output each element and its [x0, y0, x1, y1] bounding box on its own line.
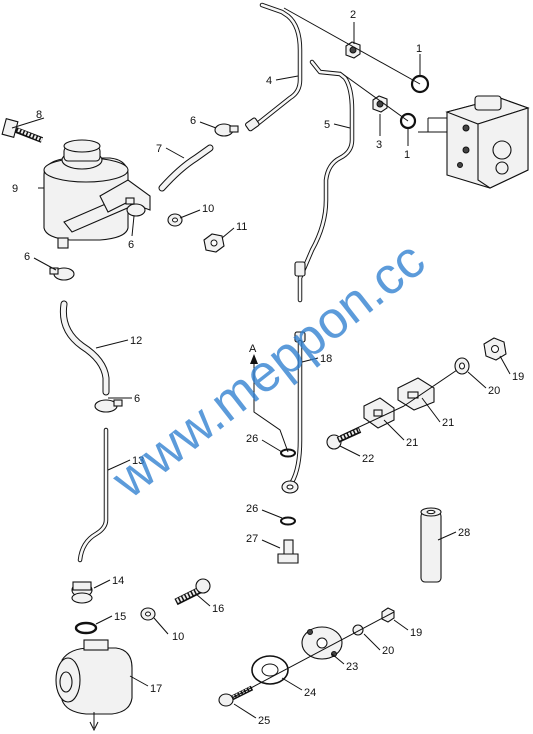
- washer-pump: [140, 607, 156, 621]
- suction-hose: [59, 300, 110, 396]
- callout-15: 15: [114, 611, 126, 623]
- view-marker-a: A: [249, 343, 257, 355]
- washer-lower: [280, 516, 296, 526]
- pump-bolt: [174, 578, 211, 606]
- flange-bolt: [218, 685, 254, 707]
- nut-bracket: [203, 233, 225, 253]
- banjo-bolt: [277, 539, 299, 564]
- callout-8: 8: [36, 109, 42, 121]
- callout-28: 28: [458, 527, 470, 539]
- callout-6-bracket: 6: [128, 239, 134, 251]
- clamp-bolt: [326, 427, 362, 450]
- pump-o-ring: [74, 621, 98, 635]
- callout-26-upper: 26: [246, 433, 258, 445]
- callout-19-right: 19: [512, 371, 524, 383]
- callout-6-lower: 6: [134, 393, 140, 405]
- callout-19-lower: 19: [410, 627, 422, 639]
- banjo-fitting: [281, 480, 299, 494]
- callout-20-lower: 20: [382, 645, 394, 657]
- washer-bracket: [167, 213, 183, 227]
- callout-10-bracket: 10: [202, 203, 214, 215]
- callout-17: 17: [150, 683, 162, 695]
- steel-pipe-upper: [245, 2, 303, 132]
- callout-18: 18: [320, 353, 332, 365]
- callout-1-upper: 1: [416, 43, 422, 55]
- callout-3: 3: [376, 139, 382, 151]
- pump-flange: [301, 626, 343, 660]
- callout-10-pump: 10: [172, 631, 184, 643]
- callout-labels: 1 1 2 3 4 5 6 6 6 6 7 8 9 10 10 11 12 13…: [12, 9, 524, 727]
- return-hose: [158, 144, 214, 192]
- callout-21-lower: 21: [406, 437, 418, 449]
- callout-23: 23: [346, 661, 358, 673]
- callout-11: 11: [236, 221, 247, 233]
- callout-6-upper: 6: [190, 115, 196, 127]
- leader-lines: [11, 22, 511, 719]
- spacer-tube: [420, 507, 442, 583]
- callout-1-lower: 1: [404, 149, 410, 161]
- fitting-lower: [372, 95, 388, 113]
- pump-fitting: [71, 581, 93, 604]
- callout-21-upper: 21: [442, 417, 454, 429]
- callout-22: 22: [362, 453, 374, 465]
- mounting-bolt: [1, 118, 44, 143]
- watermark-text: www.meppon.cc: [101, 231, 436, 510]
- flange-gasket: [251, 655, 289, 685]
- washer-upper: [280, 448, 296, 458]
- callout-5: 5: [324, 119, 330, 131]
- hose-clamp-outlet: [49, 267, 75, 281]
- callout-24: 24: [304, 687, 316, 699]
- callout-4: 4: [266, 75, 272, 87]
- callout-9: 9: [12, 183, 18, 195]
- callout-6-outlet: 6: [24, 251, 30, 263]
- callout-26-lower: 26: [246, 503, 258, 515]
- clamp-bracket-upper: [397, 377, 435, 411]
- callout-12: 12: [130, 335, 142, 347]
- callout-2: 2: [350, 9, 356, 21]
- view-a-leader: [250, 354, 289, 453]
- callout-16: 16: [212, 603, 224, 615]
- hose-clamp-lower: [94, 399, 123, 413]
- washer-clamp: [454, 357, 470, 375]
- fitting-upper: [345, 41, 361, 59]
- steel-pipe-return: [289, 59, 355, 485]
- callout-25: 25: [258, 715, 270, 727]
- hose-clamp-upper: [214, 123, 239, 137]
- suction-pipe: [77, 427, 109, 563]
- nut-clamp: [483, 337, 507, 361]
- clamp-bracket-lower: [363, 397, 395, 429]
- callout-13: 13: [132, 455, 144, 467]
- callout-7: 7: [156, 143, 162, 155]
- callout-20-right: 20: [488, 385, 500, 397]
- steering-valve-unit: [418, 95, 530, 189]
- callout-14: 14: [112, 575, 124, 587]
- callout-27: 27: [246, 533, 258, 545]
- oil-reservoir: [43, 139, 133, 249]
- hose-clamp-reservoir: [125, 197, 146, 217]
- hydraulic-pump: [55, 639, 133, 732]
